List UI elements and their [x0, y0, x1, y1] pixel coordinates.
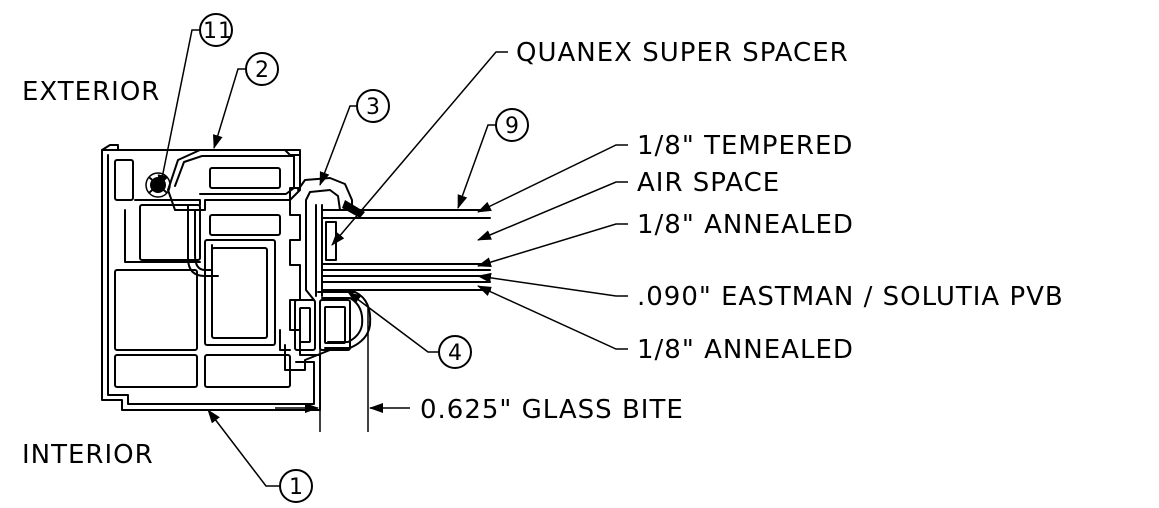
callout-11: 11 [157, 13, 233, 189]
callout-4: 4 [347, 291, 472, 369]
callout-9: 9 [457, 108, 529, 209]
interior-label: INTERIOR [22, 440, 154, 470]
label-quanex-super-spacer: QUANEX SUPER SPACER [516, 38, 849, 68]
leader-annealed-2: 1/8" ANNEALED [477, 285, 854, 365]
leader-spacer: QUANEX SUPER SPACER [331, 38, 849, 246]
glass-unit [315, 204, 491, 297]
leader-annealed-1: 1/8" ANNEALED [477, 210, 854, 267]
callout-4-number: 4 [448, 341, 463, 366]
glass-bite-dimension: 0.625" GLASS BITE [275, 306, 684, 432]
label-tempered: 1/8" TEMPERED [637, 131, 853, 161]
glazing-bead-profile [167, 149, 301, 211]
exterior-label: EXTERIOR [22, 77, 160, 107]
callout-9-number: 9 [505, 114, 520, 139]
label-pvb: .090" EASTMAN / SOLUTIA PVB [637, 282, 1064, 312]
label-glass-bite: 0.625" GLASS BITE [420, 395, 684, 425]
leader-air-space: AIR SPACE [477, 168, 780, 241]
label-air-space: AIR SPACE [637, 168, 780, 198]
label-annealed-2: 1/8" ANNEALED [637, 335, 854, 365]
callout-1: 1 [207, 409, 313, 503]
callout-11-number: 11 [203, 19, 233, 44]
callout-1-number: 1 [289, 475, 304, 500]
weatherstrip [145, 172, 171, 198]
leader-pvb: .090" EASTMAN / SOLUTIA PVB [477, 272, 1064, 312]
callout-2-number: 2 [255, 58, 270, 83]
callout-2: 2 [212, 52, 279, 149]
callout-3: 3 [319, 89, 390, 186]
label-annealed-1: 1/8" ANNEALED [637, 210, 854, 240]
callout-3-number: 3 [366, 95, 381, 120]
frame-profile [101, 144, 351, 411]
leader-tempered: 1/8" TEMPERED [477, 131, 853, 213]
